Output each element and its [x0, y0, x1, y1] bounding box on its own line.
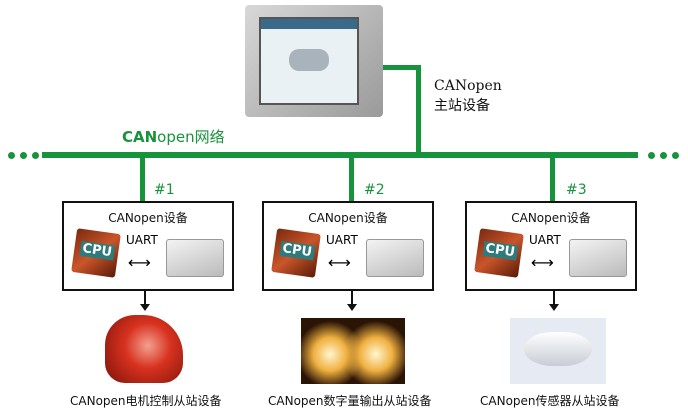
double-arrow-icon: ⟷ — [531, 253, 554, 272]
sensor-image — [510, 318, 606, 384]
drop-line-2 — [349, 156, 354, 202]
can-module-icon — [366, 239, 424, 277]
node-number: #1 — [154, 182, 175, 198]
bus-dot — [20, 152, 27, 159]
bus-dot — [672, 152, 679, 159]
can-bus — [42, 152, 638, 158]
node-box-1: CANopen设备 CPU UART ⟷ — [62, 201, 234, 291]
node-box-3: CANopen设备 CPU UART ⟷ — [465, 201, 637, 291]
master-link-v — [416, 65, 421, 157]
down-arrow-icon — [140, 289, 150, 311]
network-label: CANopen网络 — [122, 128, 225, 146]
caption-motor: CANopen电机控制从站设备 — [70, 394, 222, 408]
drop-line-3 — [550, 156, 555, 202]
hmi-panel — [245, 5, 383, 117]
bus-dot — [32, 152, 39, 159]
node-box-2: CANopen设备 CPU UART ⟷ — [262, 201, 434, 291]
cpu-chip-icon: CPU — [271, 228, 321, 278]
double-arrow-icon: ⟷ — [328, 253, 351, 272]
down-arrow-icon — [347, 289, 357, 311]
bus-dot — [660, 152, 667, 159]
bus-dot — [648, 152, 655, 159]
hmi-screen — [259, 17, 359, 105]
cpu-chip-icon: CPU — [474, 228, 524, 278]
caption-digital-output: CANopen数字量输出从站设备 — [268, 394, 432, 408]
cpu-chip-icon: CPU — [71, 228, 121, 278]
motor-image — [105, 315, 183, 383]
can-module-icon — [166, 239, 224, 277]
caption-sensor: CANopen传感器从站设备 — [480, 394, 620, 408]
can-module-icon — [569, 239, 627, 277]
lamps-image — [301, 318, 405, 384]
node-number: #2 — [364, 182, 385, 198]
node-number: #3 — [566, 182, 587, 198]
master-label: CANopen 主站设备 — [434, 78, 502, 114]
master-link-h — [383, 65, 421, 70]
down-arrow-icon — [549, 289, 559, 311]
drop-line-1 — [140, 156, 145, 202]
double-arrow-icon: ⟷ — [128, 253, 151, 272]
bus-dot — [8, 152, 15, 159]
